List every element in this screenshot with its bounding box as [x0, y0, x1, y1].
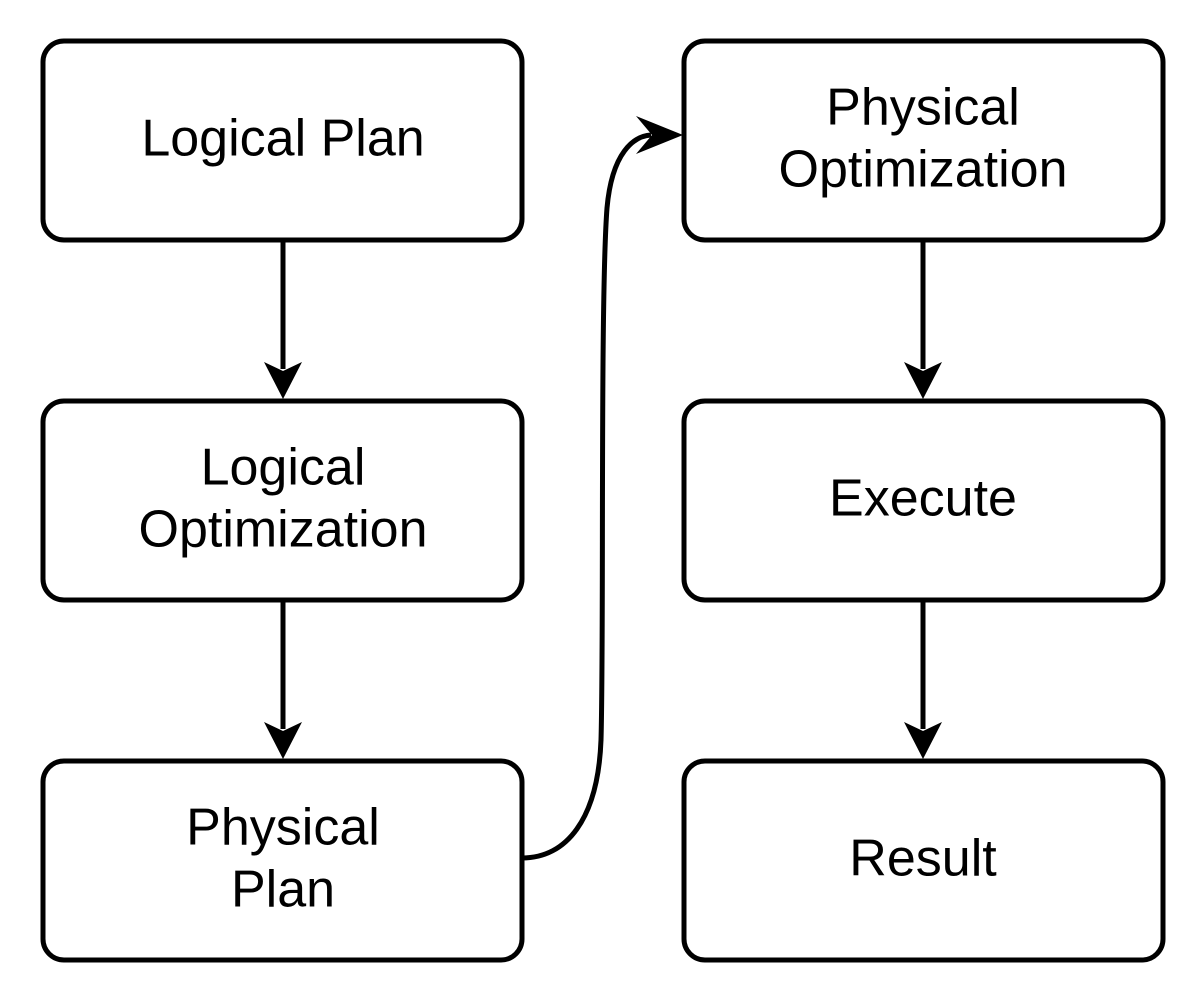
- node-label-line-1: Physical: [826, 79, 1020, 137]
- edge-logical-optimization-to-physical-plan: [264, 600, 302, 759]
- node-result[interactable]: Result: [681, 758, 1166, 963]
- edge-layer: [264, 116, 942, 861]
- edge-curve: [521, 132, 652, 861]
- arrowhead-icon: [904, 362, 942, 399]
- arrowhead-icon: [636, 116, 683, 154]
- node-label-line-2: Optimization: [779, 141, 1068, 199]
- node-shape[interactable]: [681, 38, 1166, 243]
- node-shape[interactable]: [40, 398, 525, 603]
- node-label-line-2: Plan: [231, 861, 335, 919]
- edge-execute-to-result: [904, 600, 942, 759]
- node-shape[interactable]: [40, 758, 525, 963]
- node-label-line-1: Result: [849, 830, 997, 888]
- arrowhead-icon: [264, 362, 302, 399]
- node-physical-plan[interactable]: Physical Plan: [40, 758, 525, 963]
- node-label-line-1: Physical: [186, 799, 380, 857]
- arrowhead-icon: [904, 722, 942, 759]
- node-label-line-1: Logical Plan: [141, 110, 424, 168]
- edge-physical-optimization-to-execute: [904, 240, 942, 399]
- node-label-line-2: Optimization: [139, 501, 428, 559]
- node-physical-optimization[interactable]: Physical Optimization: [681, 38, 1166, 243]
- arrowhead-icon: [264, 722, 302, 759]
- node-logical-optimization[interactable]: Logical Optimization: [40, 398, 525, 603]
- node-shape[interactable]: [40, 38, 525, 243]
- node-label-line-1: Execute: [829, 470, 1017, 528]
- node-shape[interactable]: [681, 398, 1166, 603]
- edge-physical-plan-to-physical-optimization: [521, 116, 683, 861]
- edge-logical-plan-to-logical-optimization: [264, 240, 302, 399]
- node-label-line-1: Logical: [201, 439, 366, 497]
- node-shape[interactable]: [681, 758, 1166, 963]
- node-execute[interactable]: Execute: [681, 398, 1166, 603]
- node-logical-plan[interactable]: Logical Plan: [40, 38, 525, 243]
- node-layer: Logical Plan Logical Optimization Physic…: [40, 38, 1166, 963]
